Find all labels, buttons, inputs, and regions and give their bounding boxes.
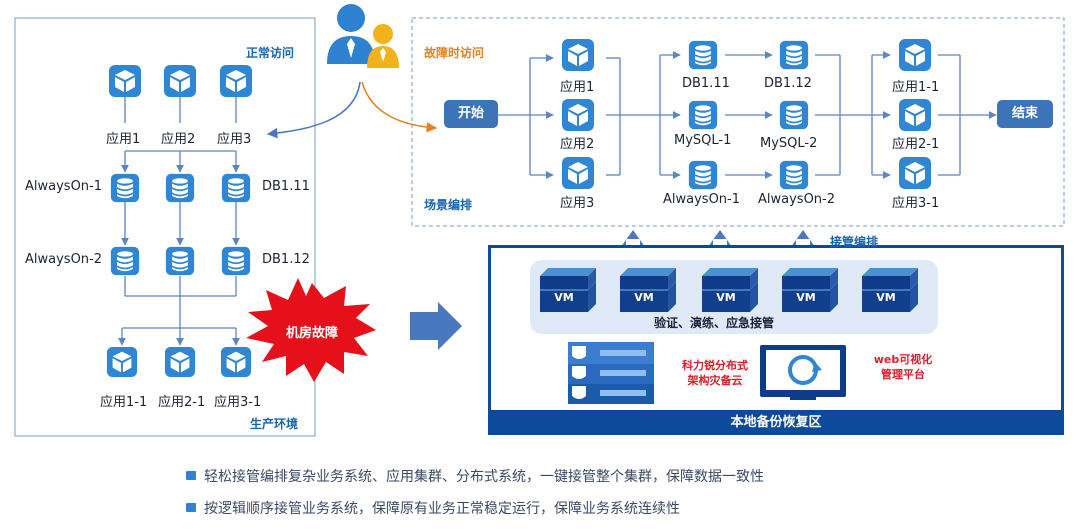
dr-cloud-label: 科力锐分布式 架构灾备云 (682, 359, 748, 387)
scene-orchestration-label: 场景编排 (424, 198, 473, 212)
vm-label: VM (634, 291, 654, 304)
db-label: AlwaysOn-2 (758, 192, 836, 207)
app-label: 应用1 (560, 80, 595, 95)
vm-icon: VM (862, 268, 918, 312)
app-label: 应用1-1 (100, 395, 148, 410)
failover-big-arrow (410, 302, 462, 350)
users-icon (327, 4, 399, 68)
bullet-square-icon (186, 503, 196, 512)
app-icon (106, 346, 138, 378)
db-label: MySQL-1 (674, 133, 732, 148)
app-icon (561, 156, 595, 190)
app-label: 应用2 (560, 137, 595, 152)
app-label: 应用1-1 (892, 80, 940, 95)
db-label: MySQL-2 (760, 136, 818, 151)
vm-label: VM (716, 291, 736, 304)
vm-caption: 验证、演练、应急接管 (654, 316, 775, 330)
db-label: AlwaysOn-1 (25, 179, 103, 194)
failure-label: 机房故障 (286, 326, 339, 341)
app-icon (220, 346, 252, 378)
app-icon (561, 38, 595, 72)
app-icon (561, 98, 595, 132)
app-icon (898, 156, 932, 190)
start-node: 开始 (444, 100, 498, 128)
db-label: AlwaysOn-2 (25, 252, 103, 267)
app-icon (219, 64, 253, 98)
db-label: DB1.11 (682, 76, 730, 91)
database-icon (221, 173, 251, 203)
vm-label: VM (876, 291, 896, 304)
bullet-square-icon (186, 471, 196, 480)
feature-bullet: 按逻辑顺序接管业务系统，保障原有业务正常稳定运行，保障业务系统连续性 (186, 498, 680, 518)
server-stack-icon (568, 342, 654, 404)
app-label: 应用3 (217, 132, 252, 147)
app-icon (898, 98, 932, 132)
database-icon (688, 100, 718, 130)
database-icon (165, 246, 195, 276)
normal-access-label: 正常访问 (246, 46, 295, 60)
production-frame (14, 17, 316, 437)
database-icon (221, 246, 251, 276)
vm-icon: VM (702, 268, 758, 312)
vm-icon: VM (620, 268, 676, 312)
app-label: 应用1 (106, 132, 141, 147)
vm-label: VM (796, 291, 816, 304)
takeover-orchestration-label: 接管编排 (830, 235, 879, 249)
database-icon (779, 160, 809, 190)
vm-icon: VM (782, 268, 838, 312)
db-label: DB1.12 (764, 76, 812, 91)
end-node: 结束 (997, 100, 1053, 128)
database-icon (110, 173, 140, 203)
failover-frame (411, 17, 1065, 227)
database-icon (165, 173, 195, 203)
app-icon (163, 64, 197, 98)
failover-access-label: 故障时访问 (424, 46, 485, 60)
db-label: DB1.12 (262, 252, 310, 267)
database-icon (110, 246, 140, 276)
app-label: 应用3-1 (214, 395, 262, 410)
app-label: 应用2-1 (892, 137, 940, 152)
local-backup-area-label: 本地备份恢复区 (730, 415, 822, 430)
database-icon (779, 40, 809, 70)
failure-starburst (246, 278, 376, 382)
app-label: 应用3 (560, 196, 595, 211)
app-icon (164, 346, 196, 378)
database-icon (688, 160, 718, 190)
app-icon (898, 38, 932, 72)
monitor-icon (760, 345, 846, 400)
db-label: AlwaysOn-1 (663, 192, 741, 207)
app-icon (108, 64, 142, 98)
app-label: 应用3-1 (892, 196, 940, 211)
web-platform-label: web可视化 管理平台 (873, 353, 933, 381)
vm-icon: VM (540, 268, 596, 312)
app-label: 应用2 (161, 132, 196, 147)
database-icon (779, 100, 809, 130)
app-label: 应用2-1 (158, 395, 206, 410)
production-env-label: 生产环境 (250, 417, 299, 431)
vm-label: VM (554, 291, 574, 304)
database-icon (688, 40, 718, 70)
feature-bullet: 轻松接管编排复杂业务系统、应用集群、分布式系统，一键接管整个集群，保障数据一致性 (186, 466, 764, 486)
db-label: DB1.11 (262, 179, 310, 194)
